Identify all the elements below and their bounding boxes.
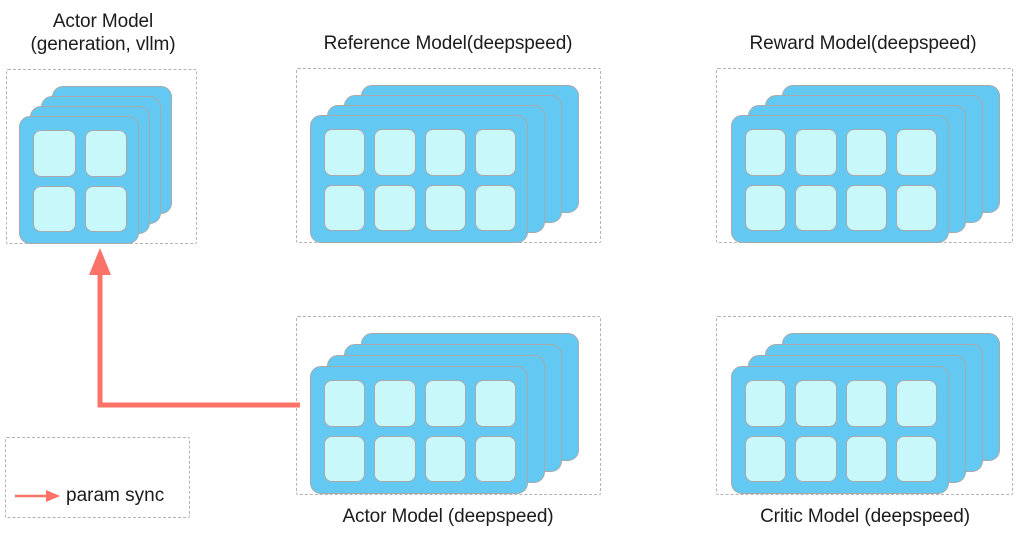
card-stack-reference[interactable]	[296, 68, 601, 243]
card-cell	[474, 184, 516, 231]
card-cell	[745, 435, 787, 482]
card-cell-grid	[324, 380, 516, 482]
card-cell-grid	[745, 129, 937, 231]
cluster-title-reference: Reference Model(deepspeed)	[323, 33, 573, 54]
card-front	[731, 366, 949, 494]
card-cell	[374, 435, 416, 482]
card-cell	[324, 129, 366, 176]
card-stack-reward[interactable]	[716, 68, 1013, 243]
card-front	[310, 366, 528, 494]
card-cell	[33, 130, 76, 177]
legend-arrow-head	[46, 490, 60, 502]
card-cell	[374, 380, 416, 427]
card-front	[731, 115, 949, 243]
card-cell	[474, 380, 516, 427]
card-cell	[745, 380, 787, 427]
card-stack-actor-deepspeed[interactable]	[296, 316, 601, 495]
card-cell	[374, 129, 416, 176]
card-stack-critic[interactable]	[716, 316, 1013, 495]
connector-arrowhead-icon	[89, 248, 111, 275]
legend-label-param-sync: param sync	[66, 485, 165, 506]
card-cell	[795, 435, 837, 482]
card-cell	[474, 435, 516, 482]
card-stack-actor-vllm[interactable]	[6, 69, 197, 244]
card-cell	[895, 435, 937, 482]
cluster-title-actor-vllm: Actor Model (generation, vllm)	[30, 11, 176, 55]
card-cell	[424, 184, 466, 231]
card-cell	[474, 129, 516, 176]
cluster-title-critic: Critic Model (deepspeed)	[760, 506, 970, 527]
cluster-title-actor-deepspeed: Actor Model (deepspeed)	[342, 506, 554, 527]
group-box-critic	[716, 316, 1013, 495]
card-cell	[895, 184, 937, 231]
card-cell	[795, 129, 837, 176]
cluster-title-reward: Reward Model(deepspeed)	[749, 33, 977, 54]
card-cell	[795, 184, 837, 231]
card-cell	[424, 380, 466, 427]
card-front	[19, 116, 139, 244]
card-cell	[324, 435, 366, 482]
card-cell	[424, 129, 466, 176]
card-cell-grid	[33, 130, 127, 232]
card-cell	[374, 184, 416, 231]
card-cell	[324, 380, 366, 427]
legend-item-param-sync: param sync	[14, 481, 184, 511]
card-cell	[845, 435, 887, 482]
card-cell	[745, 129, 787, 176]
card-cell	[745, 184, 787, 231]
card-cell	[424, 435, 466, 482]
card-cell-grid	[324, 129, 516, 231]
connector-line	[97, 268, 300, 408]
card-cell	[845, 380, 887, 427]
legend-box	[5, 437, 190, 518]
card-cell	[84, 130, 127, 177]
card-cell	[33, 185, 76, 232]
card-cell-grid	[745, 380, 937, 482]
card-cell	[895, 129, 937, 176]
card-cell	[845, 184, 887, 231]
card-cell	[84, 185, 127, 232]
card-cell	[895, 380, 937, 427]
card-cell	[845, 129, 887, 176]
card-cell	[324, 184, 366, 231]
card-cell	[795, 380, 837, 427]
card-front	[310, 115, 528, 243]
legend-arrow-icon	[15, 490, 60, 502]
